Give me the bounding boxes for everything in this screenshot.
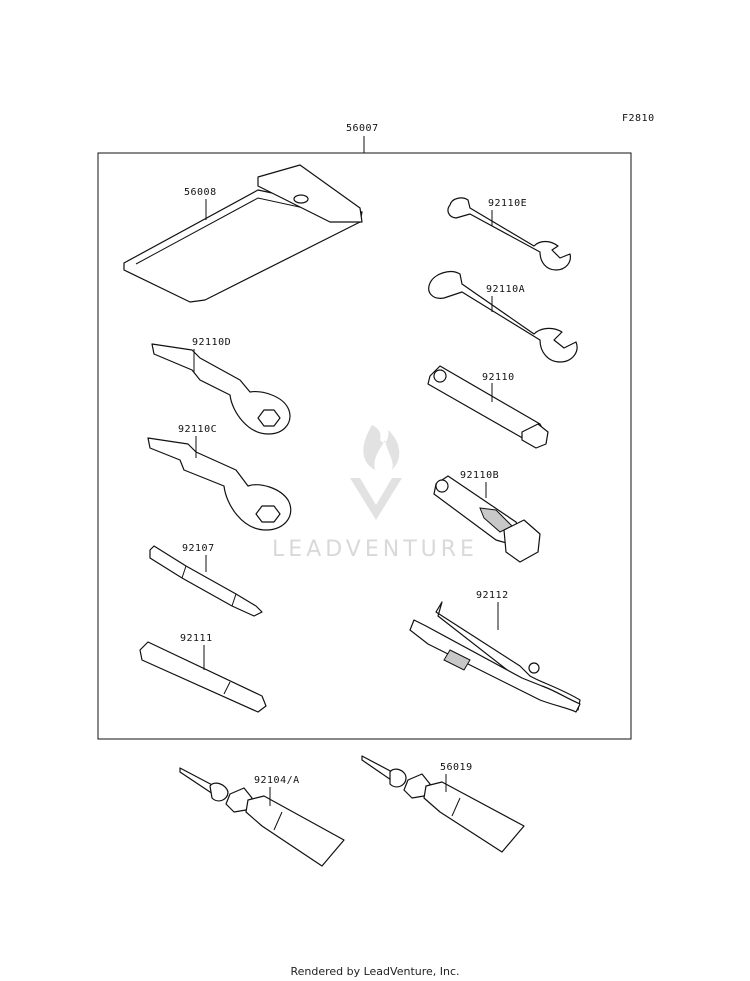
wrench-large xyxy=(428,271,578,363)
label-92110B: 92110B xyxy=(460,470,499,481)
tool-pouch xyxy=(123,164,363,303)
grease-tube-left xyxy=(179,767,345,867)
plug-wrench xyxy=(433,475,541,563)
v-logo-icon xyxy=(350,478,402,520)
ring-spanner-lower xyxy=(147,437,292,531)
watermark: LEADVENTURE xyxy=(272,425,478,562)
label-92110A: 92110A xyxy=(486,284,525,295)
figure-code: F2810 xyxy=(622,113,655,124)
label-92107: 92107 xyxy=(182,543,215,554)
label-92112: 92112 xyxy=(476,590,509,601)
ring-spanner-upper xyxy=(151,343,291,435)
label-92111: 92111 xyxy=(180,633,213,644)
flame-icon xyxy=(363,425,400,470)
watermark-text: LEADVENTURE xyxy=(272,537,478,562)
label-92110E: 92110E xyxy=(488,198,527,209)
kit-frame xyxy=(97,152,632,740)
extension-handle xyxy=(139,641,267,713)
label-92110C: 92110C xyxy=(178,424,217,435)
box-spanner xyxy=(427,365,549,449)
footer-credit: Rendered by LeadVenture, Inc. xyxy=(290,965,459,978)
pliers xyxy=(409,601,581,713)
screwdriver-bit xyxy=(149,545,263,617)
grease-tube-right xyxy=(361,755,525,853)
label-92110: 92110 xyxy=(482,372,515,383)
label-56008: 56008 xyxy=(184,187,217,198)
kit-label: 56007 xyxy=(346,123,379,134)
wrench-small xyxy=(447,197,571,271)
label-92104A: 92104/A xyxy=(254,775,300,786)
label-56019: 56019 xyxy=(440,762,473,773)
label-92110D: 92110D xyxy=(192,337,231,348)
